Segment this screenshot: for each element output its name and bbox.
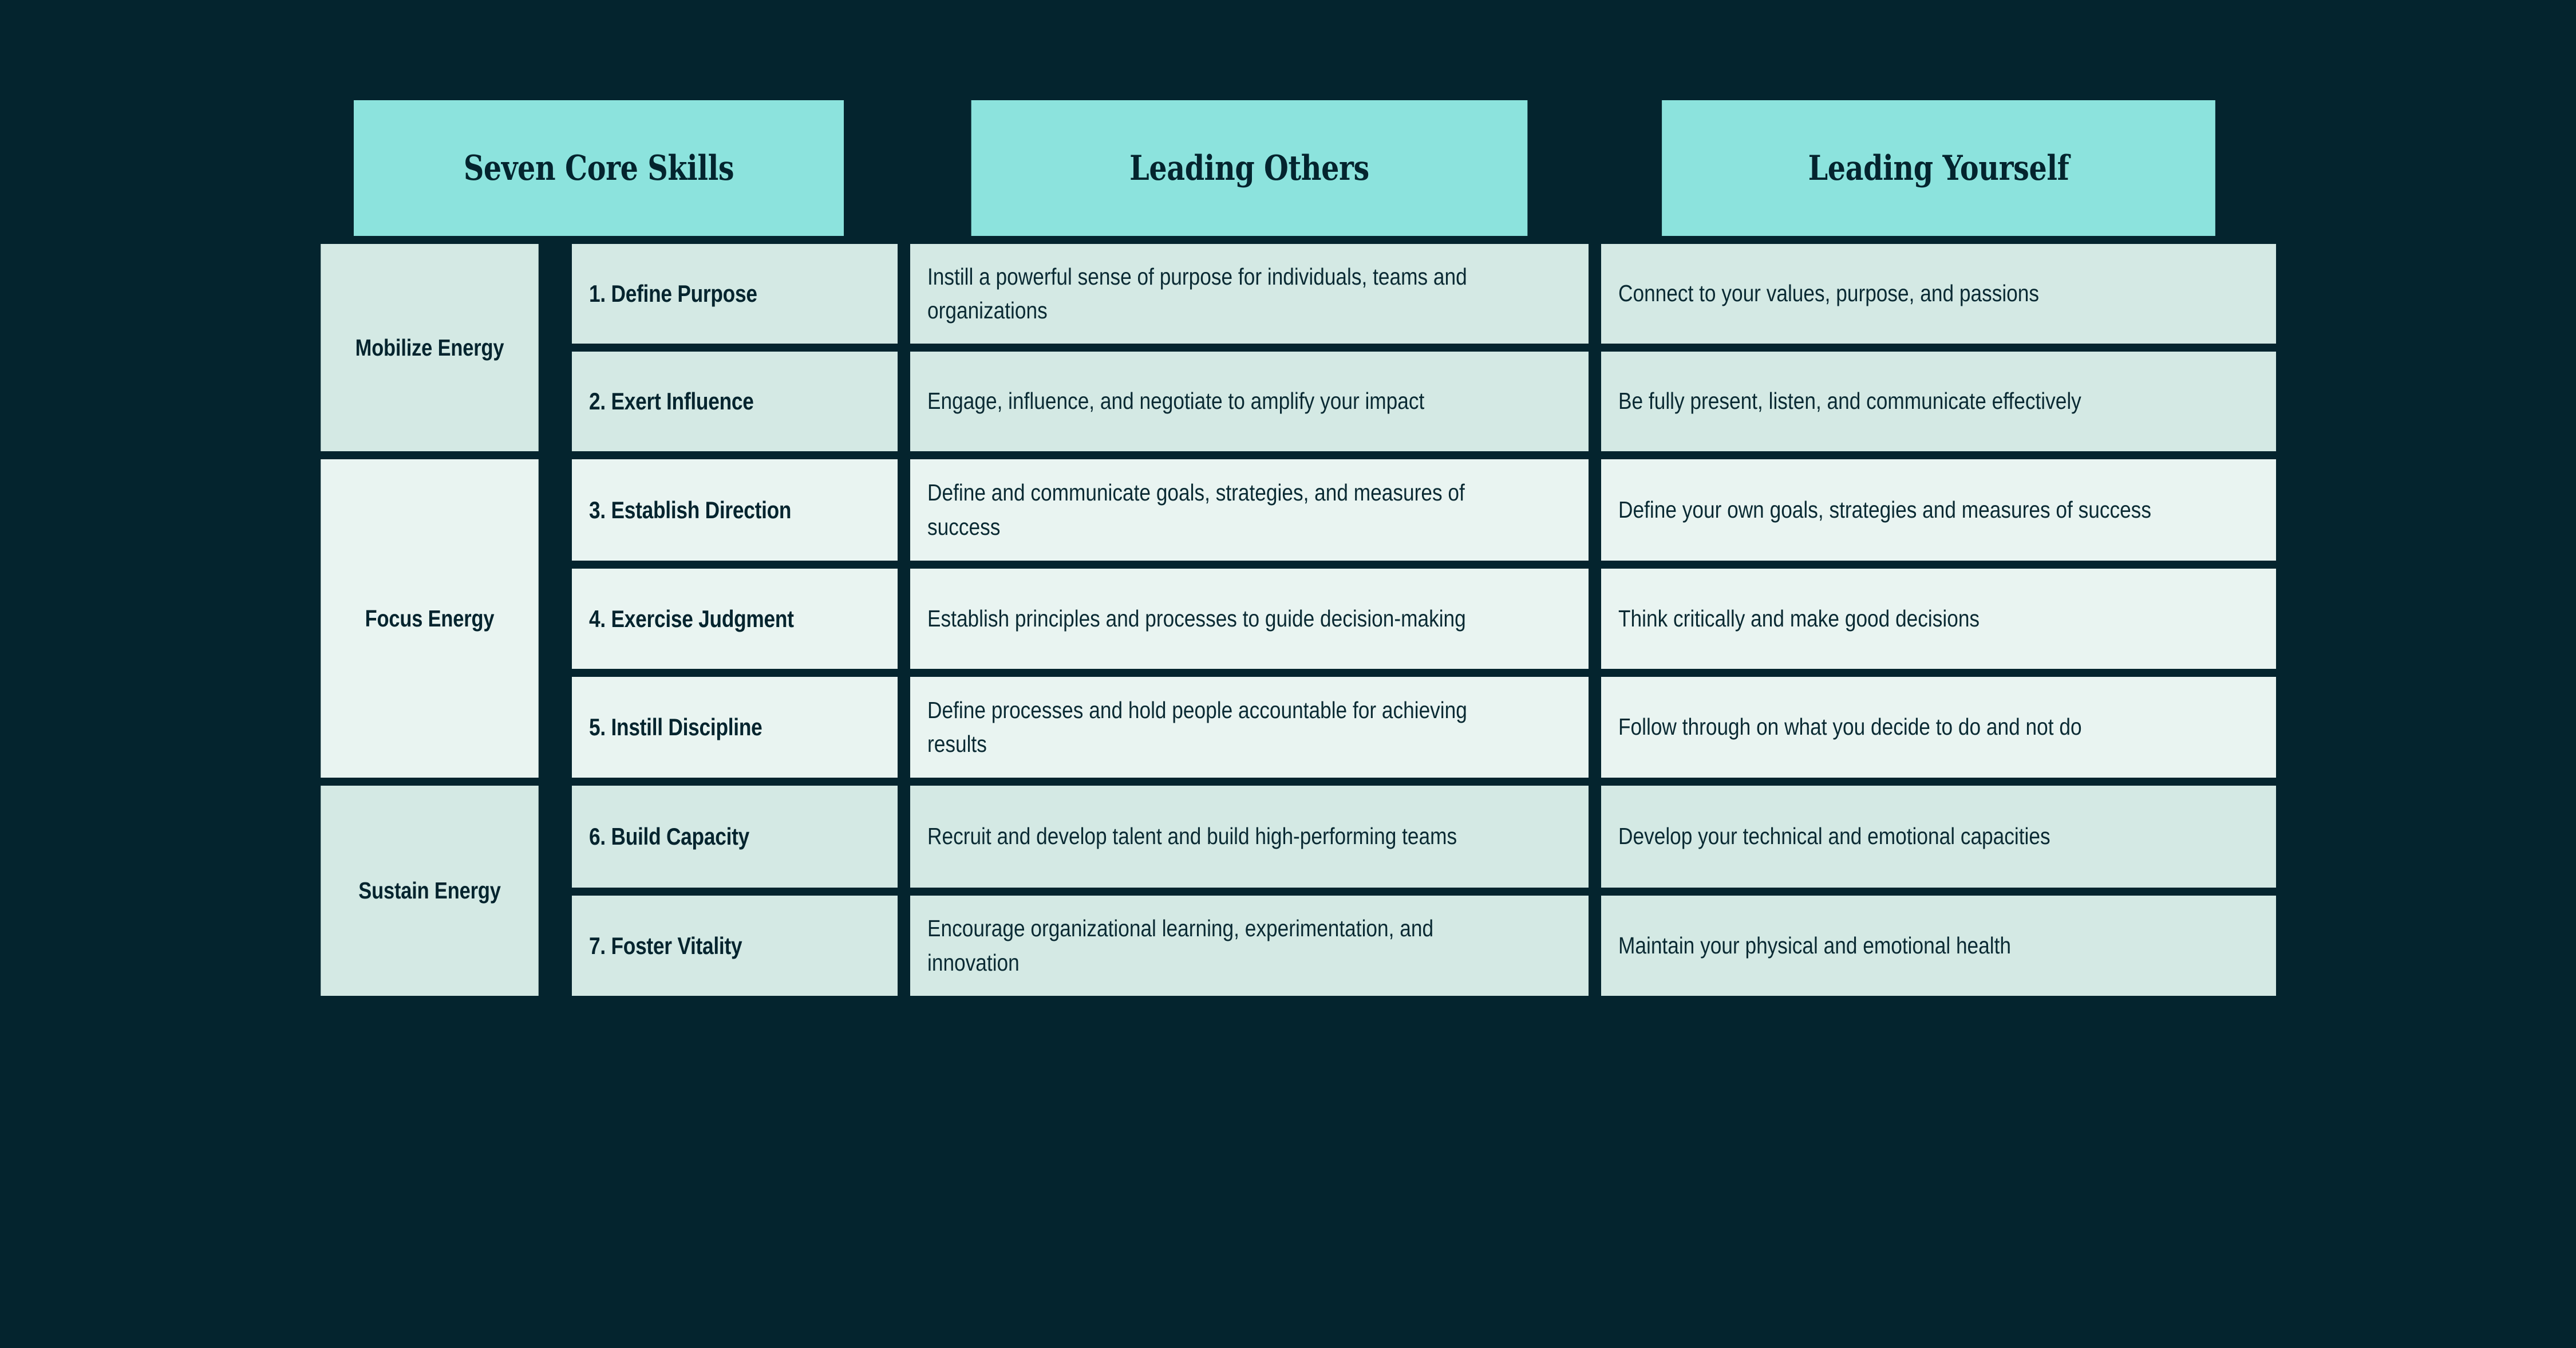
skill-cell-2: 2. Exert Influence: [572, 352, 898, 451]
leading-others-cell-7: Encourage organizational learning, exper…: [910, 896, 1589, 996]
column-header-leading-others: Leading Others: [971, 100, 1528, 236]
leading-others-text-6: Recruit and develop talent and build hig…: [927, 823, 1457, 850]
leading-others-cell-2: Engage, influence, and negotiate to ampl…: [910, 352, 1589, 451]
leading-others-text-3: Define and communicate goals, strategies…: [927, 479, 1465, 540]
leading-yourself-text-3: Define your own goals, strategies and me…: [1618, 496, 2151, 523]
skill-cell-3: 3. Establish Direction: [572, 459, 898, 561]
leading-yourself-text-2: Be fully present, listen, and communicat…: [1618, 388, 2081, 415]
leading-yourself-text-4: Think critically and make good decisions: [1618, 605, 1980, 632]
leading-yourself-text-1: Connect to your values, purpose, and pas…: [1618, 280, 2040, 307]
skill-label-1: 1. Define Purpose: [589, 280, 757, 307]
leading-others-text-4: Establish principles and processes to gu…: [927, 605, 1466, 632]
skill-cell-5: 5. Instill Discipline: [572, 677, 898, 778]
leading-others-text-7: Encourage organizational learning, exper…: [927, 915, 1434, 976]
leading-yourself-cell-3: Define your own goals, strategies and me…: [1601, 459, 2276, 561]
leading-yourself-text-6: Develop your technical and emotional cap…: [1618, 823, 2050, 850]
leading-yourself-cell-7: Maintain your physical and emotional hea…: [1601, 896, 2276, 996]
leading-yourself-cell-4: Think critically and make good decisions: [1601, 569, 2276, 669]
column-header-seven-core-skills: Seven Core Skills: [353, 100, 844, 236]
column-header-leading-yourself: Leading Yourself: [1662, 100, 2215, 236]
skill-cell-4: 4. Exercise Judgment: [572, 569, 898, 669]
skill-label-2: 2. Exert Influence: [589, 388, 754, 415]
leading-others-text-5: Define processes and hold people account…: [927, 696, 1467, 757]
skill-cell-6: 6. Build Capacity: [572, 786, 898, 888]
leading-others-cell-6: Recruit and develop talent and build hig…: [910, 786, 1589, 888]
leading-others-cell-1: Instill a powerful sense of purpose for …: [910, 244, 1589, 344]
skill-label-5: 5. Instill Discipline: [589, 714, 762, 740]
leading-others-text-2: Engage, influence, and negotiate to ampl…: [927, 388, 1425, 415]
skill-cell-7: 7. Foster Vitality: [572, 896, 898, 996]
category-cell-mobilize-energy: Mobilize Energy: [321, 244, 539, 451]
skill-label-3: 3. Establish Direction: [589, 496, 792, 523]
leading-others-text-1: Instill a powerful sense of purpose for …: [927, 263, 1467, 324]
category-cell-focus-energy: Focus Energy: [321, 459, 539, 778]
seven-core-skills-matrix: Seven Core Skills Leading Others Leading…: [300, 100, 2276, 1240]
leading-others-cell-4: Establish principles and processes to gu…: [910, 569, 1589, 669]
category-cell-sustain-energy: Sustain Energy: [321, 786, 539, 996]
skill-label-6: 6. Build Capacity: [589, 823, 749, 850]
leading-yourself-cell-1: Connect to your values, purpose, and pas…: [1601, 244, 2276, 344]
skill-label-7: 7. Foster Vitality: [589, 932, 742, 959]
leading-yourself-text-5: Follow through on what you decide to do …: [1618, 714, 2082, 740]
skill-cell-1: 1. Define Purpose: [572, 244, 898, 344]
leading-others-cell-3: Define and communicate goals, strategies…: [910, 459, 1589, 561]
leading-others-cell-5: Define processes and hold people account…: [910, 677, 1589, 778]
leading-yourself-text-7: Maintain your physical and emotional hea…: [1618, 932, 2012, 959]
leading-yourself-cell-5: Follow through on what you decide to do …: [1601, 677, 2276, 778]
skill-label-4: 4. Exercise Judgment: [589, 605, 794, 632]
leading-yourself-cell-6: Develop your technical and emotional cap…: [1601, 786, 2276, 888]
leading-yourself-cell-2: Be fully present, listen, and communicat…: [1601, 352, 2276, 451]
